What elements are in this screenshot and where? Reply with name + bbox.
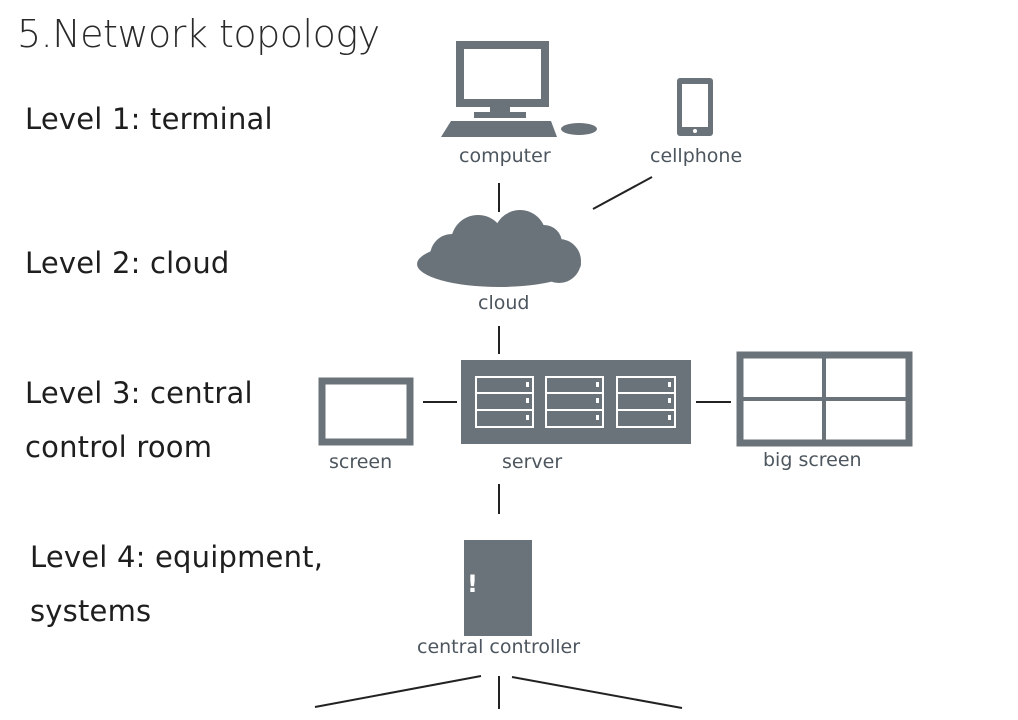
level-3-label-line2: control room <box>25 430 213 464</box>
connector-lines <box>314 176 731 709</box>
screen-label: screen <box>329 451 393 473</box>
cloud-label: cloud <box>478 292 530 314</box>
computer-label: computer <box>459 145 551 167</box>
link-cellphone-cloud <box>592 176 653 210</box>
server-label: server <box>502 451 563 473</box>
level-4-label-line1: Level 4: equipment, <box>30 540 324 574</box>
big-screen-label: big screen <box>763 449 862 471</box>
screen-icon <box>318 377 414 446</box>
level-4-label-line2: systems <box>30 594 152 628</box>
server-icon <box>461 360 691 444</box>
central-controller-label: central controller <box>417 636 581 658</box>
page-title: 5.Network topology <box>17 12 380 56</box>
big-screen-icon <box>736 351 913 447</box>
level-2-label: Level 2: cloud <box>25 246 230 280</box>
cellphone-icon <box>677 78 713 136</box>
link-controller-left <box>314 675 482 708</box>
level-3-label-line1: Level 3: central <box>25 376 253 410</box>
controller-alert-mark: ! <box>467 570 478 598</box>
level-1-label: Level 1: terminal <box>25 102 273 136</box>
central-controller-icon <box>464 540 532 636</box>
cloud-icon <box>417 210 581 287</box>
cellphone-label: cellphone <box>650 145 743 167</box>
computer-icon <box>441 41 597 137</box>
link-controller-right <box>511 676 683 709</box>
